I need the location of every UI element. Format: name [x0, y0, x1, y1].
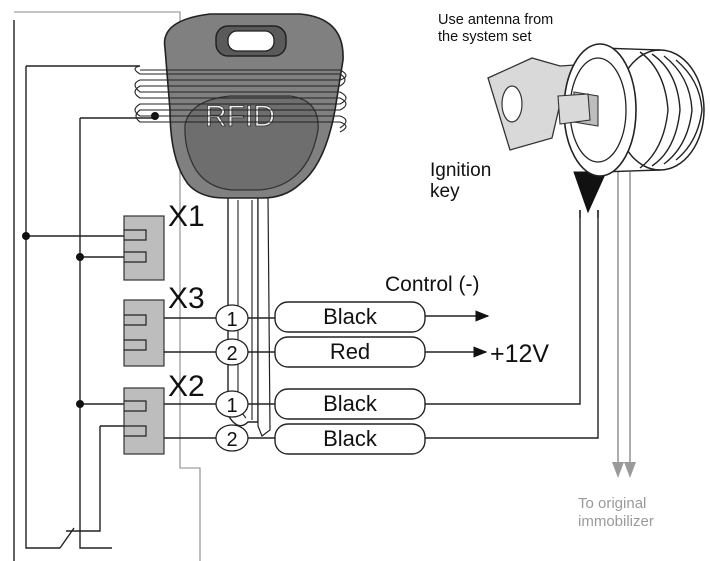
output-power: +12V [425, 340, 549, 368]
pin-x2-2: 2 [215, 424, 249, 452]
wire-pill-2: Red [274, 336, 426, 368]
wire-color-label: Black [323, 391, 378, 416]
antenna-ring: Use antenna from the system set Ignition… [430, 12, 705, 202]
wire-pill-1: Black [274, 301, 426, 333]
wire-color-label: Black [323, 304, 378, 329]
immobilizer-label: immobilizer [578, 513, 654, 530]
power-label: +12V [490, 340, 549, 368]
control-label: Control (-) [385, 273, 480, 296]
output-control: Control (-) [385, 273, 490, 322]
junction-dot [76, 253, 84, 261]
junction-dot [22, 232, 30, 240]
wire-color-label: Black [323, 426, 378, 451]
pin-number: 1 [226, 309, 237, 331]
pin-x3-1: 1 [215, 304, 249, 332]
connector-x3: X3 [123, 282, 205, 367]
immobilizer-label: To original [578, 495, 646, 512]
wire-pill-3: Black [274, 388, 426, 420]
internal-wiring [22, 65, 159, 549]
junction-dot [76, 400, 84, 408]
connector-x3-label: X3 [168, 282, 205, 315]
antenna-wires [425, 171, 607, 439]
immobilizer-wires: To original immobilizer [578, 172, 654, 530]
connector-x2: X2 [123, 370, 205, 455]
antenna-note: Use antenna from [438, 12, 553, 28]
wire-pill-4: Black [274, 423, 426, 455]
module-outline [13, 11, 201, 561]
pin-number: 2 [226, 343, 237, 365]
connector-wires [164, 317, 275, 439]
wire-color-label: Red [330, 339, 370, 364]
pin-x2-1: 1 [215, 390, 249, 418]
ignition-key-label: Ignition [430, 160, 491, 181]
antenna-coil [134, 65, 347, 133]
connector-x1: X1 [123, 200, 205, 281]
pin-x3-2: 2 [215, 338, 249, 366]
pin-number: 1 [226, 395, 237, 417]
antenna-note: the system set [438, 29, 531, 45]
ignition-key-label: key [430, 181, 460, 202]
connector-x1-label: X1 [168, 200, 205, 233]
pin-number: 2 [226, 429, 237, 451]
connector-x2-label: X2 [168, 370, 205, 403]
